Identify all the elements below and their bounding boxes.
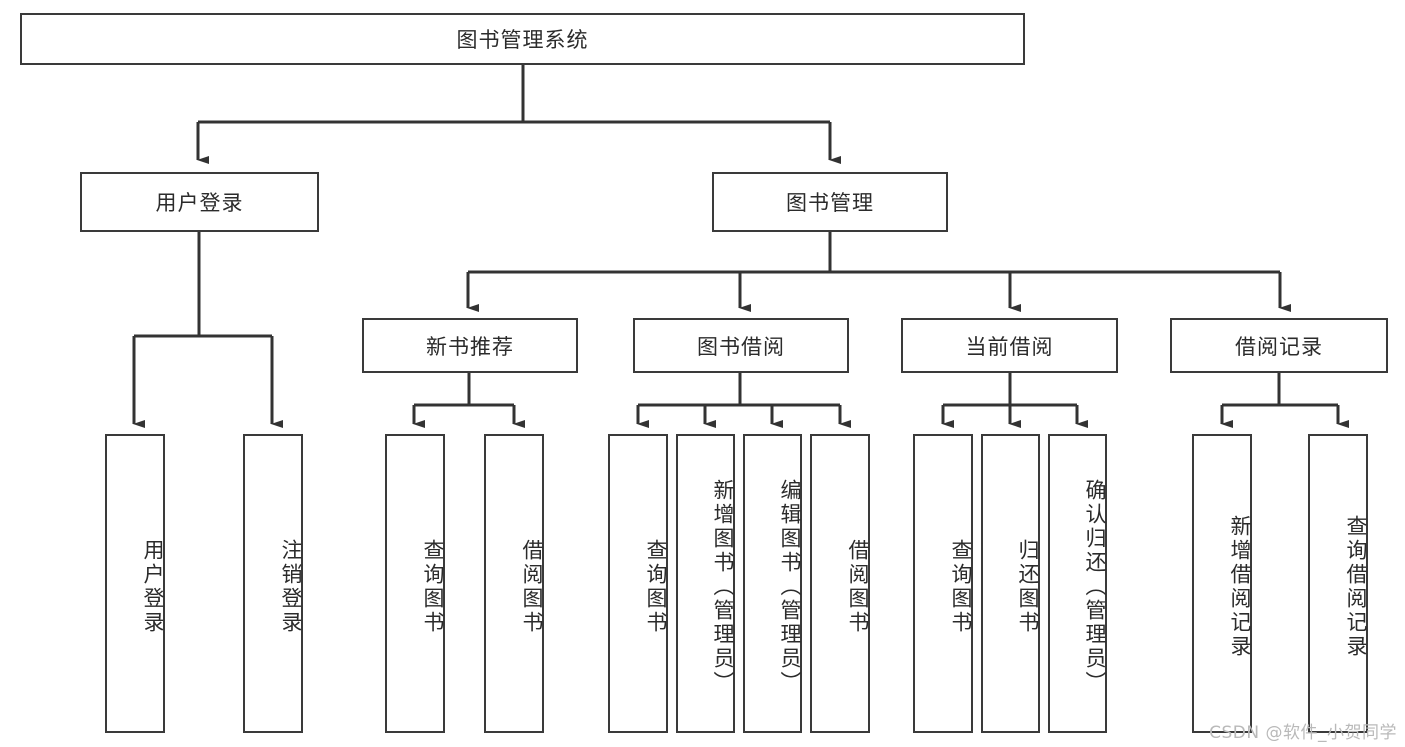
leaf-borrow-query-book[interactable]: 查询图书 (608, 434, 668, 733)
node-book-management[interactable]: 图书管理 (712, 172, 948, 232)
node-label: 查询图书 (421, 538, 445, 635)
csdn-watermark: CSDN @软件_小贺同学 (1209, 723, 1397, 743)
node-label: 注销登录 (279, 538, 303, 635)
node-user-login[interactable]: 用户登录 (80, 172, 319, 232)
node-label: 当前借阅 (965, 334, 1054, 359)
node-label: 图书管理 (786, 191, 874, 215)
leaf-borrow-borrow-book[interactable]: 借阅图书 (810, 434, 870, 733)
leaf-borrow-add-book-admin[interactable]: 新增图书（管理员） (676, 434, 735, 733)
node-label: 借阅图书 (846, 538, 870, 635)
leaf-user-login-logout[interactable]: 注销登录 (243, 434, 303, 733)
node-book-borrow[interactable]: 图书借阅 (633, 318, 849, 373)
leaf-user-login-login[interactable]: 用户登录 (105, 434, 165, 733)
node-label: 新增图书（管理员） (711, 478, 735, 695)
leaf-borrow-edit-book-admin[interactable]: 编辑图书（管理员） (743, 434, 802, 733)
node-label: 借阅图书 (520, 538, 544, 635)
node-root-book-management-system[interactable]: 图书管理系统 (20, 13, 1025, 65)
leaf-records-query-record[interactable]: 查询借阅记录 (1308, 434, 1368, 733)
node-label: 新增借阅记录 (1228, 514, 1252, 659)
node-label: 查询图书 (949, 538, 973, 635)
leaf-recommend-borrow-book[interactable]: 借阅图书 (484, 434, 544, 733)
node-label: 新书推荐 (426, 334, 514, 359)
node-label: 编辑图书（管理员） (778, 478, 802, 695)
leaf-current-return-book[interactable]: 归还图书 (981, 434, 1040, 733)
node-label: 归还图书 (1016, 538, 1040, 635)
node-label: 查询图书 (644, 538, 668, 635)
node-label: 用户登录 (141, 538, 165, 635)
node-label: 用户登录 (155, 191, 244, 215)
leaf-records-add-record[interactable]: 新增借阅记录 (1192, 434, 1252, 733)
leaf-current-query-book[interactable]: 查询图书 (913, 434, 973, 733)
node-label: 图书管理系统 (456, 28, 589, 52)
node-label: 查询借阅记录 (1344, 514, 1368, 659)
node-label: 借阅记录 (1235, 334, 1323, 359)
node-label: 图书借阅 (697, 334, 785, 359)
leaf-recommend-query-book[interactable]: 查询图书 (385, 434, 445, 733)
node-new-book-recommend[interactable]: 新书推荐 (362, 318, 578, 373)
node-current-borrow[interactable]: 当前借阅 (901, 318, 1118, 373)
node-label: 确认归还（管理员） (1083, 478, 1107, 695)
leaf-current-confirm-return-admin[interactable]: 确认归还（管理员） (1048, 434, 1107, 733)
node-borrow-records[interactable]: 借阅记录 (1170, 318, 1388, 373)
